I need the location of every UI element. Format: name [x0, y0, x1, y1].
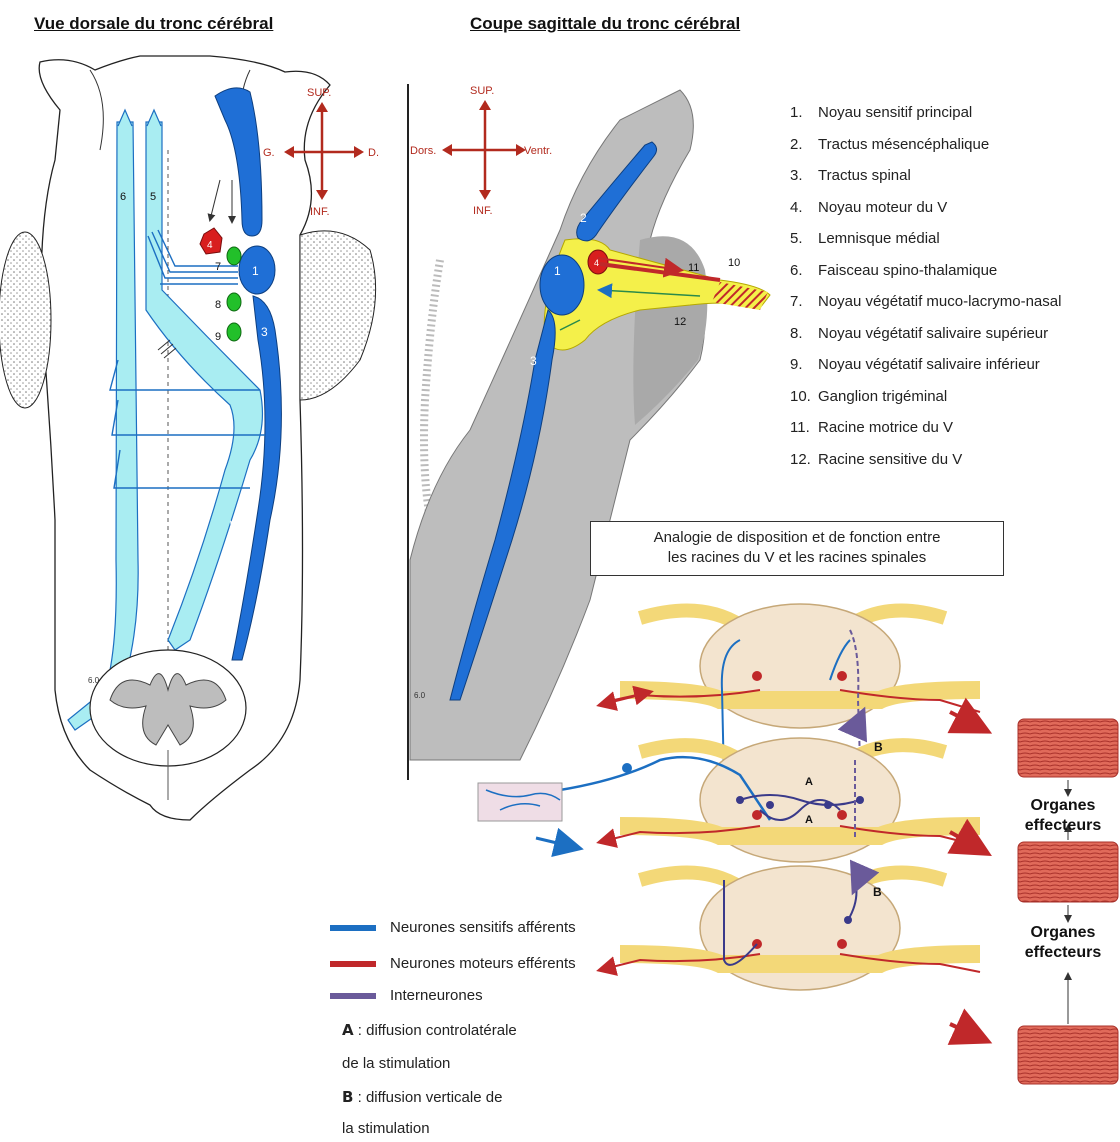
legend-item: 10.Ganglion trigéminal: [790, 381, 1061, 413]
effector-organs-label-2: Organes effecteurs: [1003, 923, 1120, 963]
pons-right-cut: [300, 231, 376, 400]
label-9: 9: [215, 331, 221, 343]
sagittal-label-10: 10: [728, 257, 740, 269]
brainstem-sagittal: [410, 90, 705, 760]
legend-item: 7.Noyau végétatif muco-lacrymo-nasal: [790, 286, 1061, 318]
label-4: 4: [207, 240, 213, 251]
legend-item: 2.Tractus mésencéphalique: [790, 129, 1061, 161]
sagittal-label-11: 11: [688, 262, 699, 274]
muscle-middle: [1018, 842, 1118, 902]
dorsal-view-diagram: 6 5 1 2 3 4 7 8 9 6.0 SUP. INF. G. D.: [0, 56, 379, 820]
sagittal-label-12: 12: [674, 316, 686, 328]
sagittal-main-sensory-nucleus: [540, 255, 584, 315]
sagittal-dors-label: Dors.: [410, 145, 436, 157]
afferent-swatch: [330, 925, 376, 931]
spinal-label-b1: B: [874, 740, 883, 754]
label-3: 3: [261, 325, 268, 339]
dorsal-sup-label: SUP.: [307, 87, 331, 99]
spinal-label-b2: B: [873, 885, 882, 899]
interneuron-swatch: [330, 993, 376, 999]
legend-item: 12.Racine sensitive du V: [790, 444, 1061, 476]
lacrimal-nucleus: [227, 247, 241, 265]
spinal-segment-middle: [536, 738, 985, 862]
legend-item: 1.Noyau sensitif principal: [790, 97, 1061, 129]
sagittal-ventr-label: Ventr.: [524, 145, 552, 157]
spinal-label-a2: A: [805, 814, 813, 826]
key-interneuron: Interneurones: [330, 987, 483, 1004]
inferior-salivary-nucleus: [227, 323, 241, 341]
dorsal-inf-label: INF.: [310, 206, 330, 218]
analogy-line-2: les racines du V et les racines spinales: [591, 548, 1003, 568]
skin-receptor-patch: [478, 783, 562, 821]
legend-item: 4.Noyau moteur du V: [790, 192, 1061, 224]
dorsal-left-label: G.: [263, 147, 275, 159]
legend-item: 6.Faisceau spino-thalamique: [790, 255, 1061, 287]
key-efferent: Neurones moteurs efférents: [330, 955, 576, 972]
effector-organs-label-1: Organes effecteurs: [1003, 796, 1120, 836]
sagittal-sup-label: SUP.: [470, 85, 494, 97]
spinal-label-a1: A: [805, 776, 813, 788]
superior-salivary-nucleus: [227, 293, 241, 311]
numbered-legend: 1.Noyau sensitif principal 2.Tractus més…: [790, 97, 1061, 475]
label-8: 8: [215, 299, 221, 311]
note-a-cont: de la stimulation: [342, 1055, 450, 1072]
label-1: 1: [252, 264, 259, 278]
sagittal-label-4: 4: [594, 258, 599, 268]
legend-item: 9.Noyau végétatif salivaire inférieur: [790, 349, 1061, 381]
trigeminal-ganglion: [712, 282, 768, 310]
legend-item: 11.Racine motrice du V: [790, 412, 1061, 444]
legend-item: 3.Tractus spinal: [790, 160, 1061, 192]
note-a: A : diffusion controlatérale: [342, 1021, 517, 1039]
spinal-segment-bottom: [600, 866, 985, 1040]
muscle-top: [1018, 719, 1118, 777]
spinal-segments-diagram: A A B B: [478, 604, 1118, 1084]
analogy-line-1: Analogie de disposition et de fonction e…: [591, 528, 1003, 548]
label-6: 6: [120, 191, 126, 203]
legend-item: 8.Noyau végétatif salivaire supérieur: [790, 318, 1061, 350]
sagittal-label-1: 1: [554, 264, 561, 278]
note-b: B : diffusion verticale de: [342, 1088, 502, 1106]
key-afferent: Neurones sensitifs afférents: [330, 919, 576, 936]
dorsal-right-label: D.: [368, 147, 379, 159]
label-7: 7: [215, 261, 221, 273]
sagittal-inf-label: INF.: [473, 205, 493, 217]
orientation-cross-sagittal: SUP. INF. Dors. Ventr.: [410, 85, 552, 217]
sagittal-credit: 6.0: [414, 691, 426, 700]
label-5: 5: [150, 191, 156, 203]
analogy-caption-box: Analogie de disposition et de fonction e…: [590, 521, 1004, 576]
legend-item: 5.Lemnisque médial: [790, 223, 1061, 255]
label-2: 2: [234, 194, 241, 208]
pons-left-cut: [0, 232, 51, 408]
sagittal-label-3: 3: [530, 354, 537, 368]
muscle-bottom: [1018, 1026, 1118, 1084]
sagittal-label-2: 2: [580, 211, 587, 225]
note-b-cont: la stimulation: [342, 1120, 430, 1137]
dorsal-credit: 6.0: [88, 676, 100, 685]
efferent-swatch: [330, 961, 376, 967]
